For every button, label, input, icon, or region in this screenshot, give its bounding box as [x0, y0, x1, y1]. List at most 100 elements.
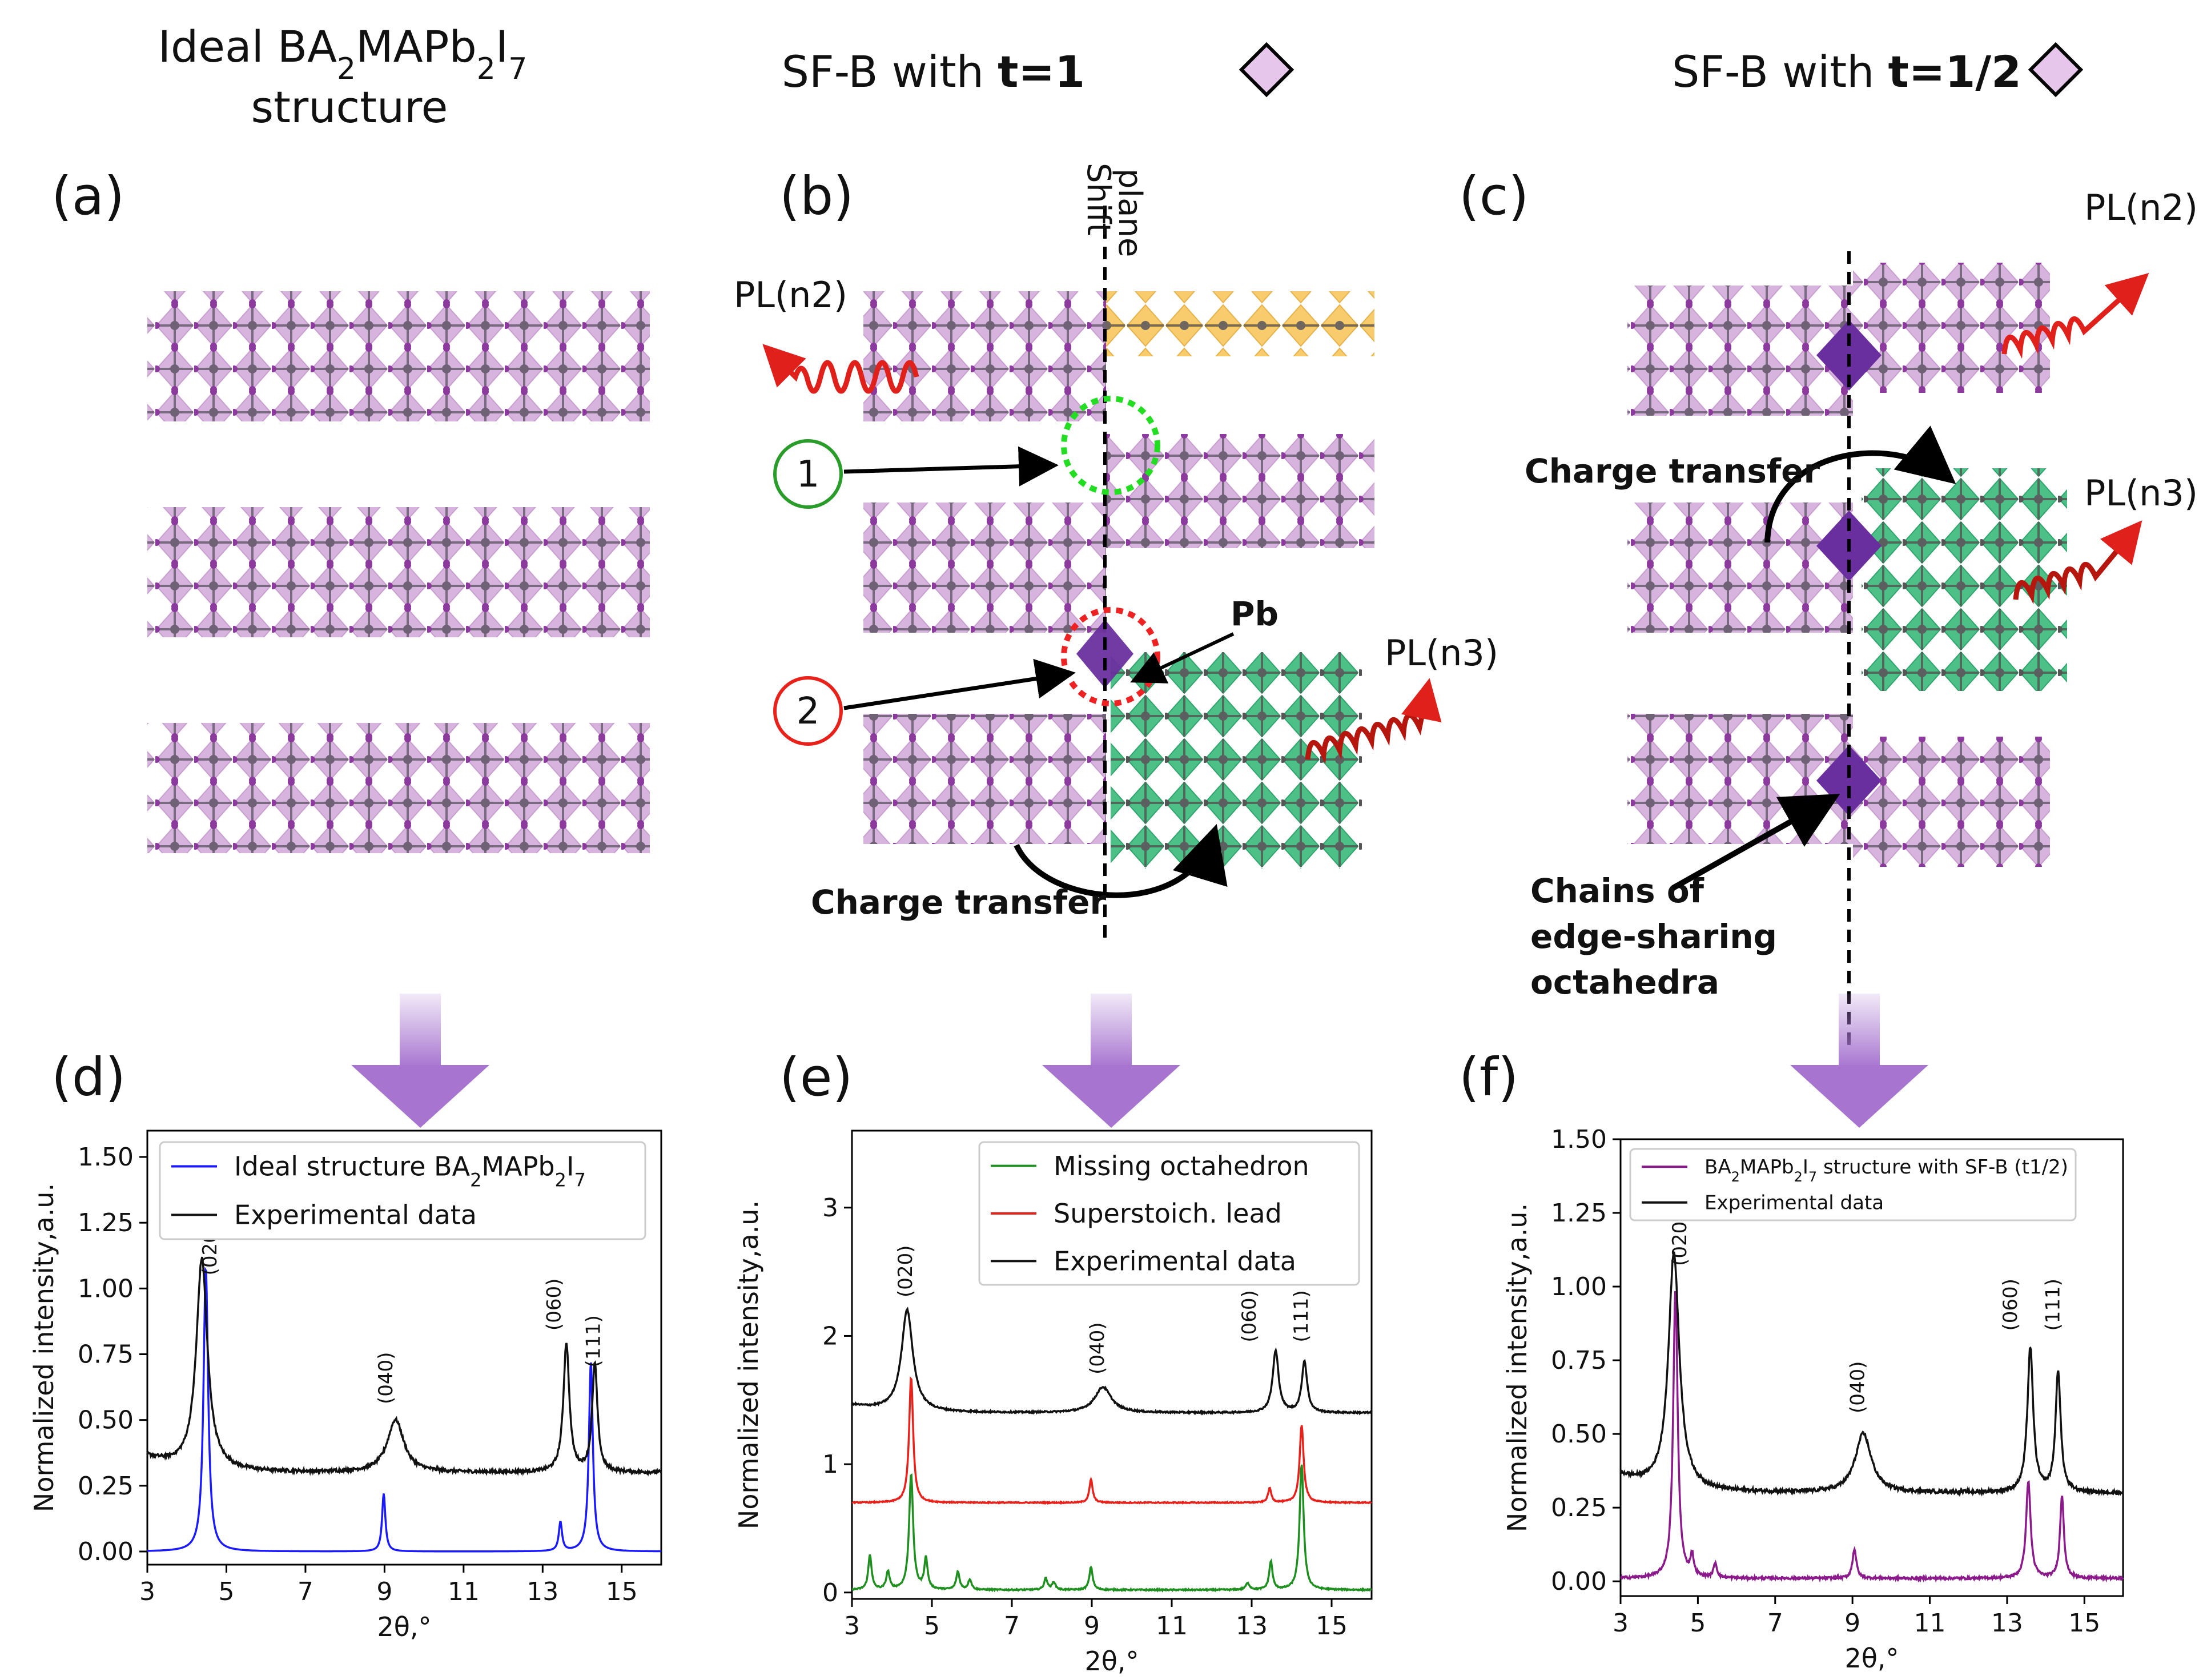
pl-n2-label-c: PL(n2)	[2084, 187, 2198, 228]
x-tick-label: 11	[1914, 1609, 1946, 1638]
pl-wave-n3-b	[1305, 678, 1442, 765]
plot-frame	[146, 1130, 662, 1566]
series-line	[1619, 1249, 2124, 1497]
series-line	[147, 1267, 662, 1553]
perovskite-layer	[147, 507, 650, 637]
peak-annotation: (111)	[582, 1315, 605, 1367]
structure-diagram-a	[147, 291, 650, 853]
perovskite-layer	[1627, 503, 1853, 633]
x-tick-label: 13	[1236, 1611, 1268, 1641]
panel-label-d: (d)	[51, 1047, 126, 1108]
peak-annotation: (111)	[2041, 1279, 2064, 1331]
chains-label-line1: Chains of	[1530, 871, 1704, 910]
perovskite-layer	[147, 291, 650, 421]
perovskite-layer	[1853, 737, 2050, 867]
y-tick-label: 1.00	[78, 1274, 134, 1303]
x-tick-label: 7	[1004, 1611, 1020, 1641]
x-tick-label: 13	[526, 1577, 558, 1606]
series-line	[851, 1307, 1373, 1416]
y-tick-label: 0.25	[78, 1472, 134, 1501]
x-tick-label: 5	[924, 1611, 940, 1641]
column-title-c: SF-B with t=1/2	[1672, 42, 2084, 98]
panel-label-f: (f)	[1459, 1047, 1518, 1108]
x-axis-label: 2θ,°	[1844, 1643, 1899, 1674]
legend-label: Ideal structure BA2MAPb2I7	[234, 1151, 586, 1191]
down-arrow-a	[351, 994, 489, 1128]
peak-annotation: (040)	[1846, 1361, 1869, 1413]
x-tick-label: 5	[218, 1577, 234, 1606]
pl-n2-label-b: PL(n2)	[734, 274, 847, 316]
y-tick-label: 0.25	[1551, 1493, 1607, 1522]
orange-layer	[1106, 291, 1374, 356]
y-tick-label: 1.50	[78, 1143, 134, 1172]
y-tick-label: 1.50	[1551, 1125, 1607, 1154]
x-tick-label: 15	[606, 1577, 638, 1606]
shift-label: Shift	[1080, 163, 1117, 235]
x-tick-label: 7	[298, 1577, 313, 1606]
peak-annotation: (040)	[375, 1352, 397, 1404]
title-a-text: Ideal BA	[158, 21, 337, 72]
missing-octahedron-circle	[1061, 396, 1160, 495]
legend-label: Experimental data	[1704, 1192, 1884, 1215]
pl-wave-n2-c	[2001, 272, 2149, 359]
title-a-line2: structure	[251, 82, 448, 132]
y-tick-label: 0.00	[78, 1537, 134, 1566]
column-title-b: SF-B with t=1	[782, 42, 1295, 98]
title-c-bold: t=1/2	[1888, 46, 2021, 97]
chains-pointer-arrow	[1671, 794, 1840, 891]
charge-transfer-label-b: Charge transfer	[811, 883, 1106, 922]
y-tick-label: 0.75	[78, 1340, 134, 1369]
peak-annotation: (060)	[1238, 1290, 1261, 1342]
series-line	[851, 1464, 1372, 1593]
perovskite-layer	[147, 723, 650, 853]
title-b-pre: SF-B with	[782, 46, 998, 97]
legend-box	[159, 1141, 646, 1240]
perovskite-layer	[863, 503, 1106, 633]
y-tick-label: 1.25	[1551, 1199, 1607, 1228]
y-tick-label: 0.00	[1551, 1567, 1607, 1596]
structure-diagram-b: Shift plane 1 2 Pb PL(n2) PL(n3) Charge …	[734, 163, 1498, 942]
x-tick-label: 3	[1613, 1609, 1629, 1638]
panel-label-b: (b)	[779, 166, 854, 227]
x-tick-label: 9	[376, 1577, 392, 1606]
x-tick-label: 3	[844, 1611, 860, 1641]
marker-1	[773, 439, 843, 509]
svg-text:Ideal BA2MAPb2I7: Ideal BA2MAPb2I7	[158, 21, 528, 86]
marker-2	[773, 676, 843, 746]
y-tick-label: 0	[822, 1578, 838, 1607]
chains-label-line3: octahedra	[1530, 963, 1719, 1002]
title-c-pre: SF-B with	[1672, 46, 1888, 97]
panel-label-e: (e)	[779, 1047, 853, 1108]
y-tick-label: 0.50	[1551, 1420, 1607, 1449]
peak-annotation: (060)	[542, 1279, 565, 1331]
x-tick-label: 7	[1767, 1609, 1783, 1638]
diamond-icon-b	[1239, 42, 1295, 98]
diamond-icon-c	[2028, 42, 2084, 98]
perovskite-layer	[1627, 286, 1853, 416]
charge-transfer-arrow-c	[1764, 425, 1956, 543]
x-tick-label: 9	[1844, 1609, 1860, 1638]
pl-n3-label-b: PL(n3)	[1385, 632, 1498, 674]
x-tick-label: 11	[448, 1577, 480, 1606]
x-tick-label: 15	[1316, 1611, 1348, 1641]
y-axis-label: Normalized intensity,a.u.	[733, 1200, 764, 1529]
down-arrow-b	[1042, 994, 1180, 1128]
peak-annotation: (040)	[1086, 1322, 1109, 1374]
title-b-bold: t=1	[998, 46, 1085, 97]
x-tick-label: 3	[139, 1577, 155, 1606]
pl-wave-n2-b	[762, 344, 919, 394]
x-axis-label: 2θ,°	[377, 1611, 431, 1642]
legend-label: Experimental data	[234, 1200, 477, 1231]
plot-frame	[851, 1130, 1373, 1600]
perovskite-layer	[863, 291, 1106, 421]
charge-transfer-arrow-b	[1014, 823, 1228, 898]
panel-label-a: (a)	[51, 166, 124, 227]
y-tick-label: 0.50	[78, 1406, 134, 1435]
legend-label: Missing octahedron	[1054, 1151, 1309, 1181]
chains-label-line2: edge-sharing	[1530, 917, 1777, 956]
y-axis-label: Normalized intensity,a.u.	[1502, 1203, 1533, 1532]
panel-label-c: (c)	[1459, 166, 1529, 227]
